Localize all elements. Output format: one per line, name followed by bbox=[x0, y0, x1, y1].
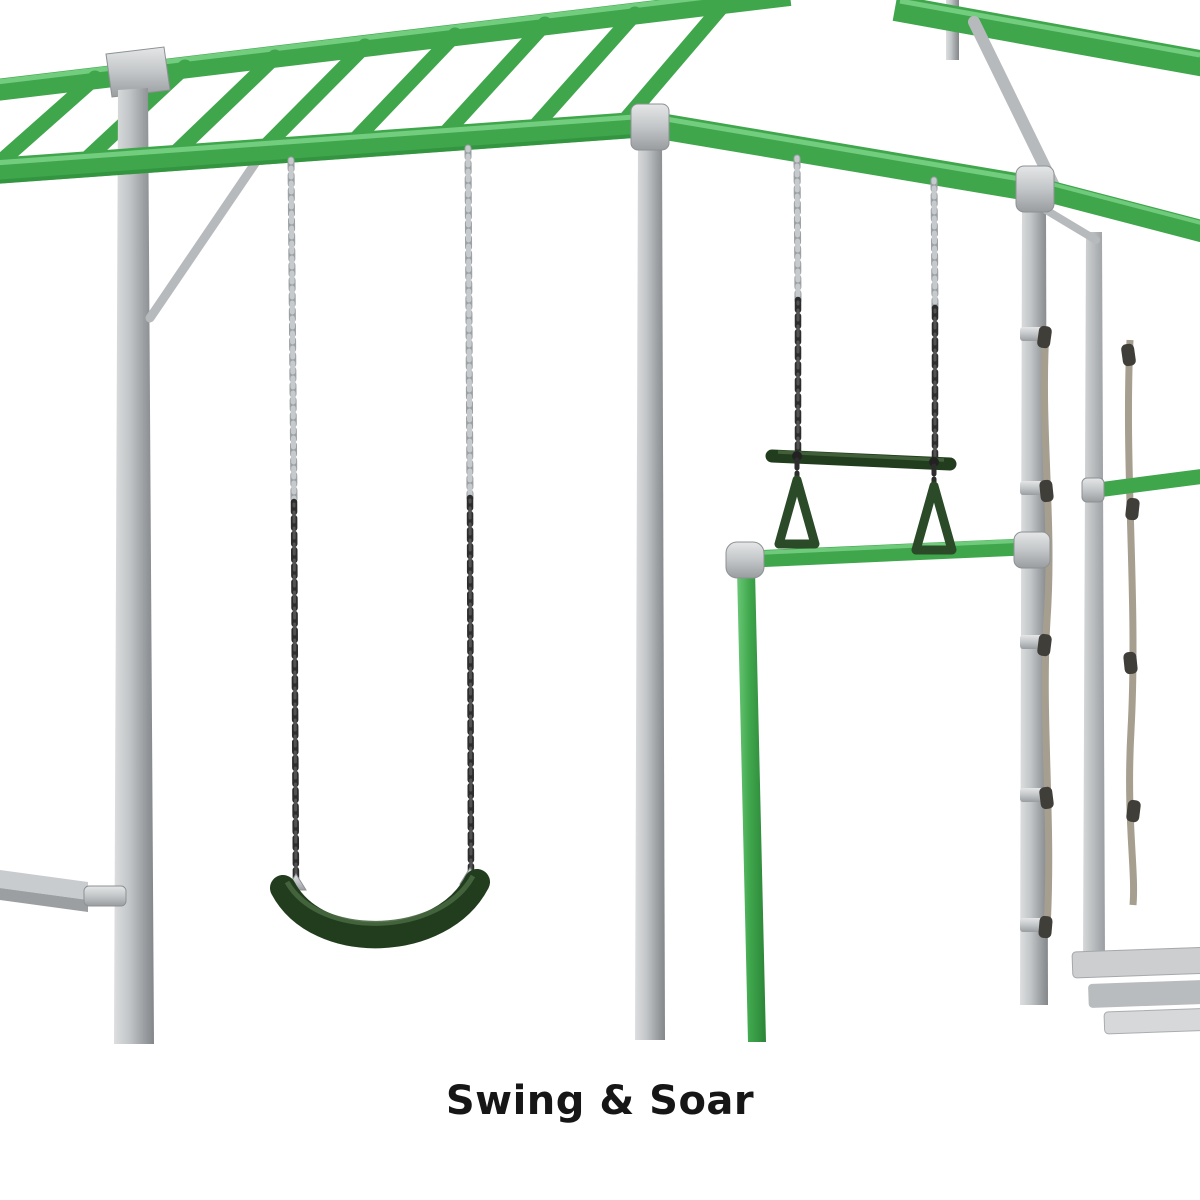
right-frame bbox=[1020, 205, 1200, 1005]
front-rail-shadow bbox=[0, 133, 649, 184]
swing-chain-left-silver bbox=[288, 157, 297, 505]
left-elbow-joint bbox=[725, 541, 765, 579]
base-slab-2 bbox=[1088, 979, 1200, 1008]
trapeze-chain-right-silver bbox=[931, 177, 938, 311]
left-post-tube bbox=[114, 88, 154, 1044]
trapeze-chain-wrap-left bbox=[792, 451, 802, 461]
roof-brace bbox=[968, 16, 1062, 196]
swing-seat bbox=[270, 869, 490, 949]
middle-joint-collar bbox=[630, 103, 670, 151]
right-edge-rung bbox=[1090, 469, 1200, 498]
swing-chain-right-silver bbox=[465, 145, 473, 501]
rope-knots bbox=[1037, 325, 1141, 939]
middle-post bbox=[635, 140, 665, 1040]
caption-text: Swing & Soar bbox=[445, 1078, 755, 1124]
platform-clamp bbox=[83, 885, 127, 907]
lower-green-bar bbox=[751, 538, 1023, 568]
swing-beam bbox=[0, 103, 1200, 243]
right-joint-collar bbox=[1015, 165, 1055, 213]
top-right-rail-highlight bbox=[899, 0, 1200, 58]
trapeze-bar-highlight bbox=[777, 450, 945, 462]
wing-rail bbox=[1033, 177, 1200, 243]
platform-edge bbox=[0, 888, 88, 912]
right-post-brace bbox=[1042, 206, 1100, 244]
rope-right bbox=[1124, 339, 1138, 906]
base-slab-3 bbox=[1103, 1008, 1200, 1035]
lower-green-frame bbox=[725, 531, 1051, 1042]
left-post-brace bbox=[145, 151, 265, 323]
top-right-frame bbox=[892, 0, 1200, 196]
right-post-tube bbox=[1020, 205, 1048, 1005]
trapeze-ring-right bbox=[911, 481, 957, 555]
right-edge-rung-clamp bbox=[1081, 477, 1105, 503]
trapeze bbox=[765, 154, 957, 555]
lower-green-bar-highlight bbox=[755, 539, 1019, 555]
front-rail-right bbox=[645, 111, 1043, 203]
rope-left bbox=[1040, 329, 1053, 929]
trapeze-chain-left-silver bbox=[794, 155, 801, 303]
base-slab-1 bbox=[1071, 947, 1200, 979]
left-post bbox=[105, 46, 265, 1044]
front-rail-left bbox=[0, 111, 649, 184]
side-platform bbox=[0, 870, 127, 912]
front-rail-highlight-right bbox=[647, 113, 1039, 185]
trapeze-chain-wrap-right bbox=[929, 457, 939, 467]
bottom-right-base bbox=[1071, 947, 1200, 1035]
trapeze-ring-left bbox=[774, 475, 820, 549]
green-upright-tube bbox=[737, 570, 766, 1042]
top-right-rail bbox=[892, 0, 1200, 77]
right-elbow-joint bbox=[1013, 531, 1051, 569]
platform-top bbox=[0, 870, 88, 900]
left-post-cap bbox=[105, 46, 171, 98]
middle-post-tube bbox=[635, 140, 665, 1040]
wing-rail-highlight bbox=[1039, 179, 1200, 225]
far-right-post-tube bbox=[1083, 232, 1105, 962]
front-rail-highlight-left bbox=[0, 113, 649, 166]
climbing-ropes bbox=[1037, 325, 1141, 939]
belt-swing bbox=[270, 144, 490, 949]
swing-seat-highlight bbox=[284, 874, 476, 926]
